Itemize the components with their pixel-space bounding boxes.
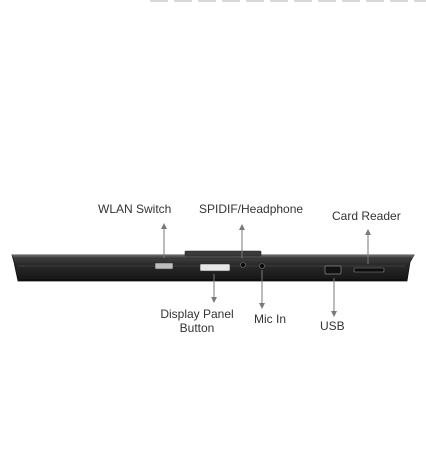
usb-port <box>324 265 342 275</box>
display-panel-label-line2: Button <box>179 321 215 335</box>
display-panel-label-line1: Display Panel <box>160 307 234 321</box>
mic-in-label: Mic In <box>254 312 287 326</box>
spdif-headphone-port <box>240 262 246 268</box>
wlan-switch-port <box>154 262 174 270</box>
card-reader-port <box>353 267 385 273</box>
display-panel-button-label: Display Panel Button <box>160 307 233 335</box>
display-panel-button-port <box>199 263 231 272</box>
mic-in-port <box>259 263 265 269</box>
top-edge-strip <box>150 0 426 2</box>
spdif-headphone-label: SPIDIF/Headphone <box>199 202 304 216</box>
card-reader-label: Card Reader <box>332 209 401 223</box>
usb-label: USB <box>320 319 345 333</box>
wlan-switch-label: WLAN Switch <box>98 202 172 216</box>
